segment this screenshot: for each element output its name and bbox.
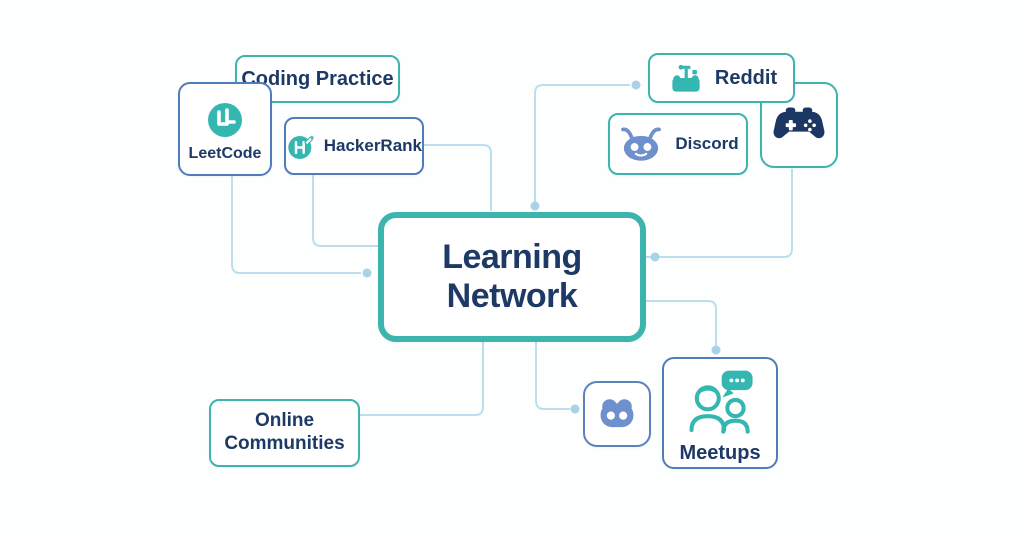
alien-face-icon bbox=[621, 127, 662, 161]
coding-practice-label: Coding Practice bbox=[241, 68, 394, 90]
node-discord[interactable]: Discord bbox=[608, 113, 748, 175]
people-chat-icon bbox=[689, 370, 753, 434]
discord-logo-icon bbox=[600, 399, 634, 433]
reddit-label: Reddit bbox=[714, 67, 778, 89]
node-discord-logo[interactable] bbox=[583, 381, 651, 447]
connector-dot bbox=[570, 404, 580, 414]
leetcode-icon bbox=[208, 103, 242, 138]
learning-network-label: Learning Network bbox=[442, 237, 582, 315]
connector-dot bbox=[650, 252, 660, 262]
connector-meetups-right bbox=[646, 300, 717, 347]
node-online-communities[interactable]: Online Communities bbox=[209, 399, 360, 467]
gamepad-icon bbox=[773, 107, 825, 139]
node-learning-network[interactable]: Learning Network bbox=[378, 212, 646, 342]
node-hackerrank[interactable]: HackerRank bbox=[284, 117, 424, 175]
connector-reddit-top bbox=[534, 84, 630, 206]
hackerrank-label: HackerRank bbox=[323, 135, 422, 155]
connector-dot bbox=[631, 80, 641, 90]
node-reddit[interactable]: Reddit bbox=[648, 53, 795, 103]
connector-online-communities-bottom bbox=[360, 342, 484, 416]
connector-dot bbox=[530, 201, 540, 211]
connector-discord-logo-bottom bbox=[535, 342, 570, 410]
node-meetups[interactable]: Meetups bbox=[662, 357, 778, 469]
meetups-label: Meetups bbox=[679, 442, 761, 464]
node-leetcode[interactable]: LeetCode bbox=[178, 82, 272, 176]
discord-label: Discord bbox=[675, 133, 739, 153]
connector-leetcode-left bbox=[231, 176, 361, 274]
online-communities-label: Online Communities bbox=[224, 410, 345, 454]
connector-gamepad-right bbox=[646, 169, 793, 258]
leetcode-label: LeetCode bbox=[188, 145, 262, 163]
reddit-robot-icon bbox=[672, 64, 700, 92]
connector-dot bbox=[711, 345, 721, 355]
hackerrank-icon bbox=[288, 135, 315, 160]
connector-hackerrank-left bbox=[312, 175, 378, 247]
connector-dot bbox=[362, 268, 372, 278]
connector-hackerrank-top bbox=[424, 144, 492, 211]
